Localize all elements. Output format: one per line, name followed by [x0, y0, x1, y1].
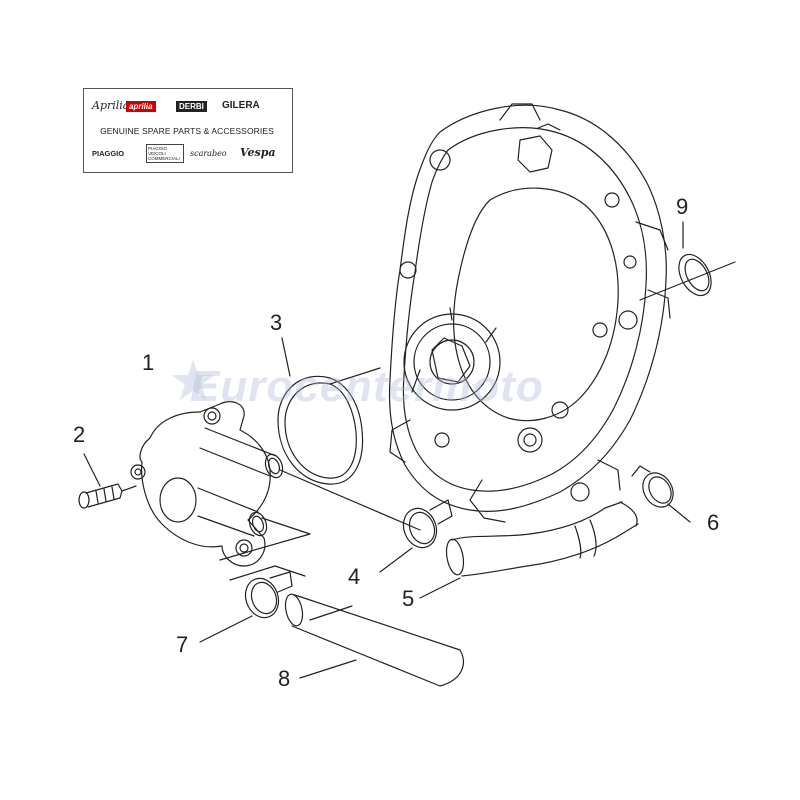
- callout-7: 7: [176, 632, 189, 657]
- part-8-hose: [284, 593, 464, 687]
- callout-3: 3: [270, 310, 283, 335]
- brand-logo-piaggio-vc: PIAGGIO VEICOLI COMMERCIALI: [146, 144, 184, 163]
- callout-5: 5: [402, 586, 415, 611]
- crankcase-cover: [388, 103, 671, 523]
- callout-9: 9: [676, 194, 689, 219]
- callout-6: 6: [707, 510, 720, 535]
- callout-1: 1: [142, 350, 155, 375]
- brand-logo-gilera: GILERA: [222, 100, 260, 111]
- brand-logo-scarabeo: scarabeo: [190, 149, 227, 158]
- part-9-seal: [639, 221, 736, 301]
- part-6-clamp: [631, 465, 691, 523]
- part-3-o-ring: [277, 337, 381, 485]
- brand-logo-aprilia-script: Aprilia: [92, 99, 130, 112]
- logo-tagline: GENUINE SPARE PARTS & ACCESSORIES: [100, 126, 274, 136]
- brand-logo-vespa: Vespa: [240, 146, 276, 159]
- brand-logo-piaggio: PIAGGIO: [92, 149, 125, 158]
- watermark-star-icon: ★: [168, 349, 219, 412]
- callout-2: 2: [73, 422, 86, 447]
- part-5-hose: [419, 501, 639, 599]
- brand-logo-panel: Aprilia aprilia DERBI GILERA GENUINE SPA…: [83, 88, 293, 173]
- brand-logo-aprilia: aprilia: [126, 101, 156, 112]
- part-4-clamp: [379, 499, 453, 573]
- part-1-pump-cover: [130, 401, 421, 567]
- callout-4: 4: [348, 564, 361, 589]
- watermark-text: Eurocentermoto: [190, 362, 544, 411]
- callout-8: 8: [278, 666, 291, 691]
- brand-logo-derbi: DERBI: [176, 101, 207, 112]
- part-7-clamp: [199, 565, 306, 643]
- part-2-screw: [78, 453, 137, 509]
